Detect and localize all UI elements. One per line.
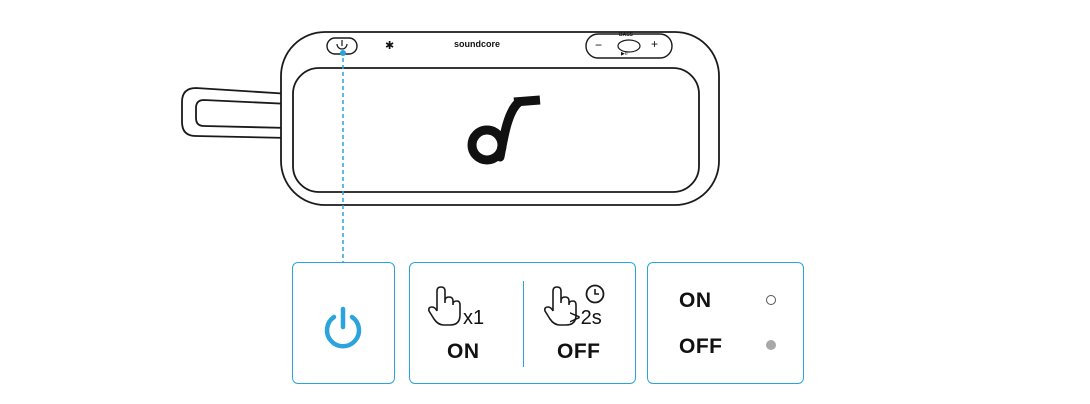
- panel-divider: [523, 281, 524, 367]
- indicator-panel: ON OFF: [647, 262, 804, 384]
- hold-duration: >2s: [569, 307, 602, 329]
- volume-down-label: −: [595, 38, 603, 52]
- strap: [181, 87, 291, 139]
- press-count: x1: [463, 307, 485, 329]
- hold-hand-icon: [544, 286, 577, 326]
- clock-icon: [585, 284, 605, 304]
- bluetooth-icon: ✱: [385, 40, 395, 52]
- press-hold-result: OFF: [557, 340, 601, 363]
- volume-up-label: +: [651, 37, 659, 51]
- press-once-result: ON: [447, 340, 480, 363]
- tap-hand-icon: [428, 286, 461, 326]
- led-unlit-icon: [766, 295, 776, 305]
- speaker-body: [280, 31, 720, 206]
- led-lit-icon: [766, 340, 776, 350]
- power-icon: [324, 306, 362, 349]
- speaker-grille: [292, 67, 700, 193]
- bass-button-label: BASS: [619, 32, 633, 38]
- press-action-panel: x1 ON >2s OFF: [409, 262, 636, 384]
- indicator-state-off: OFF: [679, 335, 723, 358]
- power-button-panel: [292, 262, 395, 384]
- brand-wordmark: soundcore: [454, 39, 501, 49]
- soundcore-logo-icon: [467, 95, 541, 165]
- callout-point: [340, 50, 346, 56]
- play-pause-label: ▶II: [621, 51, 628, 57]
- indicator-state-on: ON: [679, 289, 712, 312]
- control-pad: [585, 33, 673, 59]
